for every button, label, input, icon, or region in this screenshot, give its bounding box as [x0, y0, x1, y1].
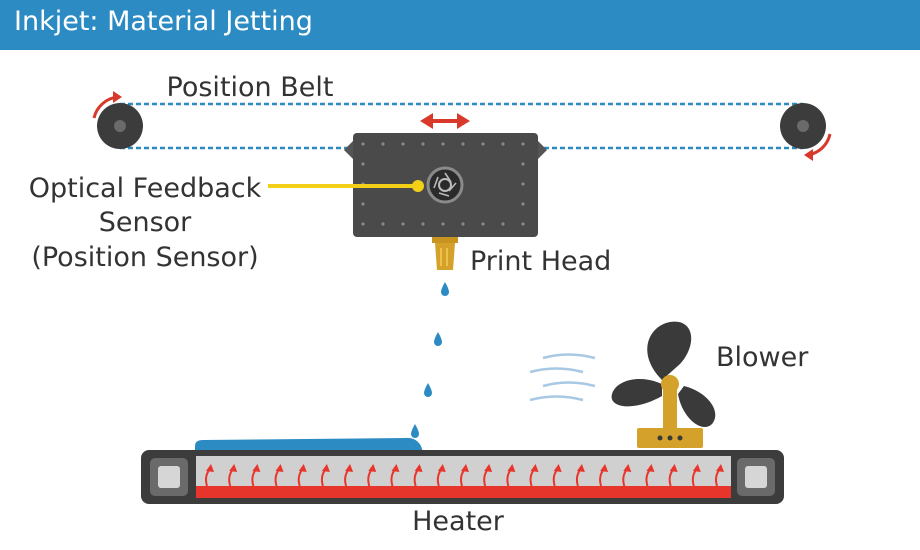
heat-arrow-head — [229, 464, 238, 472]
heat-arrow-head — [576, 464, 585, 472]
left-rotation-arrow — [92, 91, 122, 119]
heat-arrow-head — [206, 464, 214, 472]
title-bar: Inkjet: Material Jetting — [0, 0, 920, 50]
heat-arrow-head — [507, 464, 516, 472]
heat-arrow-head — [321, 464, 330, 472]
heat-arrow-head — [275, 464, 284, 472]
right-pulley — [780, 103, 826, 149]
heat-arrow-head — [646, 464, 655, 472]
heat-arrow-head — [716, 464, 724, 472]
heat-arrow-head — [623, 464, 632, 472]
heat-arrow-head — [692, 464, 701, 472]
print-head-nozzle — [432, 237, 458, 270]
heat-arrows — [205, 464, 724, 487]
print-head-label: Print Head — [470, 246, 611, 277]
left-pulley — [97, 103, 143, 149]
heat-arrow-head — [553, 464, 562, 472]
heat-arrow-head — [345, 464, 354, 472]
heat-arrow-head — [461, 464, 469, 472]
position-belt — [120, 102, 803, 150]
heater-label: Heater — [412, 506, 505, 537]
heater-bed — [141, 450, 784, 504]
blower-fan — [611, 321, 716, 448]
heat-arrow-head — [530, 464, 539, 472]
air-flow-lines — [529, 353, 596, 402]
optical-sensor-label-line1: Optical Feedback — [29, 173, 262, 204]
heat-arrow-head — [252, 464, 261, 472]
heat-arrow-head — [391, 464, 400, 472]
heat-arrow-head — [669, 464, 678, 472]
optical-sensor-label-line3: (Position Sensor) — [31, 242, 258, 273]
position-belt-label: Position Belt — [167, 72, 334, 103]
heat-arrow-head — [298, 464, 307, 472]
blower-label: Blower — [716, 342, 809, 373]
optical-sensor-label-line2: Sensor — [99, 207, 192, 238]
droplets — [411, 282, 449, 438]
feedback-pointer — [268, 180, 424, 192]
optical-sensor-lens — [426, 166, 464, 204]
heat-arrow-head — [484, 464, 493, 472]
right-rotation-arrow — [804, 133, 832, 161]
carriage-motion-arrow — [420, 113, 470, 129]
heat-arrow-head — [368, 464, 377, 472]
page-title: Inkjet: Material Jetting — [14, 6, 313, 37]
heat-arrow-head — [600, 464, 609, 472]
heat-arrow-head — [414, 464, 423, 472]
printed-material — [195, 437, 423, 452]
heat-arrow-head — [437, 464, 446, 472]
